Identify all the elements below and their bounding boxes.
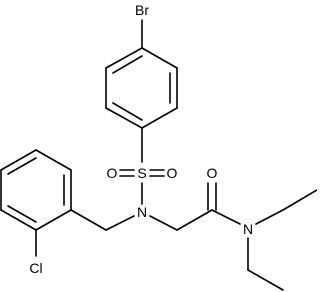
bond: [141, 47, 178, 69]
bond: [105, 107, 143, 129]
double-bond-inner: [112, 102, 143, 121]
atom-s: S: [137, 165, 146, 181]
atom-br: Br: [135, 2, 149, 18]
double-bond-inner: [7, 157, 37, 175]
atom-n-sulfonamide: N: [137, 204, 147, 220]
bond-ethyl1: [282, 189, 317, 211]
bond: [35, 149, 72, 171]
bromophenyl-ring: [105, 47, 178, 129]
chlorophenyl-ring: [0, 149, 72, 231]
double-bond-inner: [112, 55, 143, 74]
bond: [35, 209, 72, 231]
bond: [105, 47, 143, 69]
bond-n-ch2-benzyl: [105, 215, 135, 231]
bond-n-ch2-glycine: [149, 215, 178, 231]
atom-cl: Cl: [29, 260, 42, 276]
bond-n-ethyl1: [255, 209, 284, 225]
bond-ethyl2: [247, 269, 284, 291]
bond-ch2-carbonyl: [176, 209, 213, 231]
atom-o-carbonyl: O: [207, 165, 218, 181]
atom-n-amide: N: [243, 221, 253, 237]
double-bond-inner: [7, 205, 37, 223]
atom-o-sulfonyl-right: O: [167, 165, 178, 181]
bond-c-n-amide: [211, 209, 241, 225]
bond: [0, 149, 37, 171]
bond: [141, 107, 178, 129]
atom-o-sulfonyl-left: O: [107, 165, 118, 181]
bond-ch2-ring: [70, 209, 107, 231]
bond: [0, 209, 37, 231]
